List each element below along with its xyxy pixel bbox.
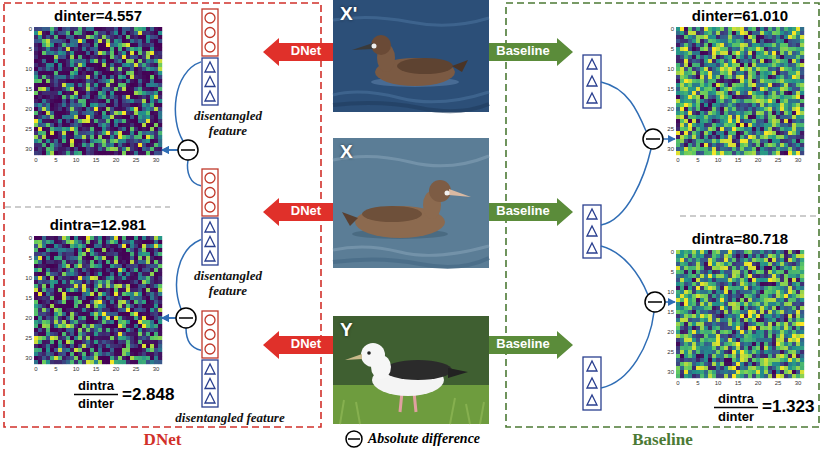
page: {"diagram": { "nodes": [ {"text": ["DNet… xyxy=(0,0,823,455)
